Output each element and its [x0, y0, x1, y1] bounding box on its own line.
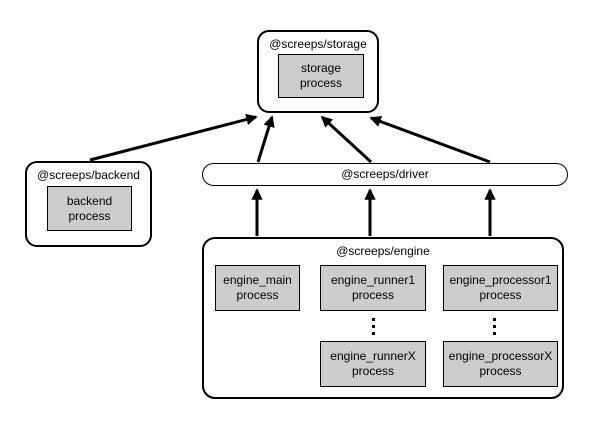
dot: [492, 332, 496, 335]
process-box-backend: backend process: [47, 186, 132, 231]
process-box-engine-processor1: engine_processor1 process: [443, 265, 558, 311]
node-driver: @screeps/driver: [202, 163, 568, 186]
dot: [371, 325, 375, 328]
arrow-driver-to-storage-left: [256, 115, 275, 163]
process-box-engine-runnerX: engine_runnerX process: [320, 341, 426, 387]
dot: [492, 325, 496, 328]
arrow-driver-to-storage-mid: [320, 115, 373, 164]
process-box-storage: storage process: [278, 54, 364, 98]
node-engine-title: @screeps/engine: [336, 244, 430, 258]
vertical-ellipsis-icon: [368, 318, 378, 335]
node-storage-title: @screeps/storage: [269, 37, 367, 51]
dot: [371, 332, 375, 335]
node-backend: @screeps/backend backend process: [25, 161, 152, 247]
arrow-backend-to-storage: [89, 113, 258, 162]
vertical-ellipsis-icon: [489, 318, 499, 335]
dot: [492, 318, 496, 321]
process-box-engine-processorX: engine_processorX process: [443, 341, 558, 387]
process-box-engine-main: engine_main process: [215, 265, 300, 311]
process-box-engine-runner1: engine_runner1 process: [320, 265, 426, 311]
node-backend-title: @screeps/backend: [37, 168, 140, 182]
node-driver-title: @screeps/driver: [341, 167, 429, 181]
dot: [371, 318, 375, 321]
arrow-driver-to-storage-right: [369, 116, 491, 164]
node-storage: @screeps/storage storage process: [257, 30, 379, 113]
node-engine: @screeps/engine engine_main process engi…: [202, 237, 564, 399]
